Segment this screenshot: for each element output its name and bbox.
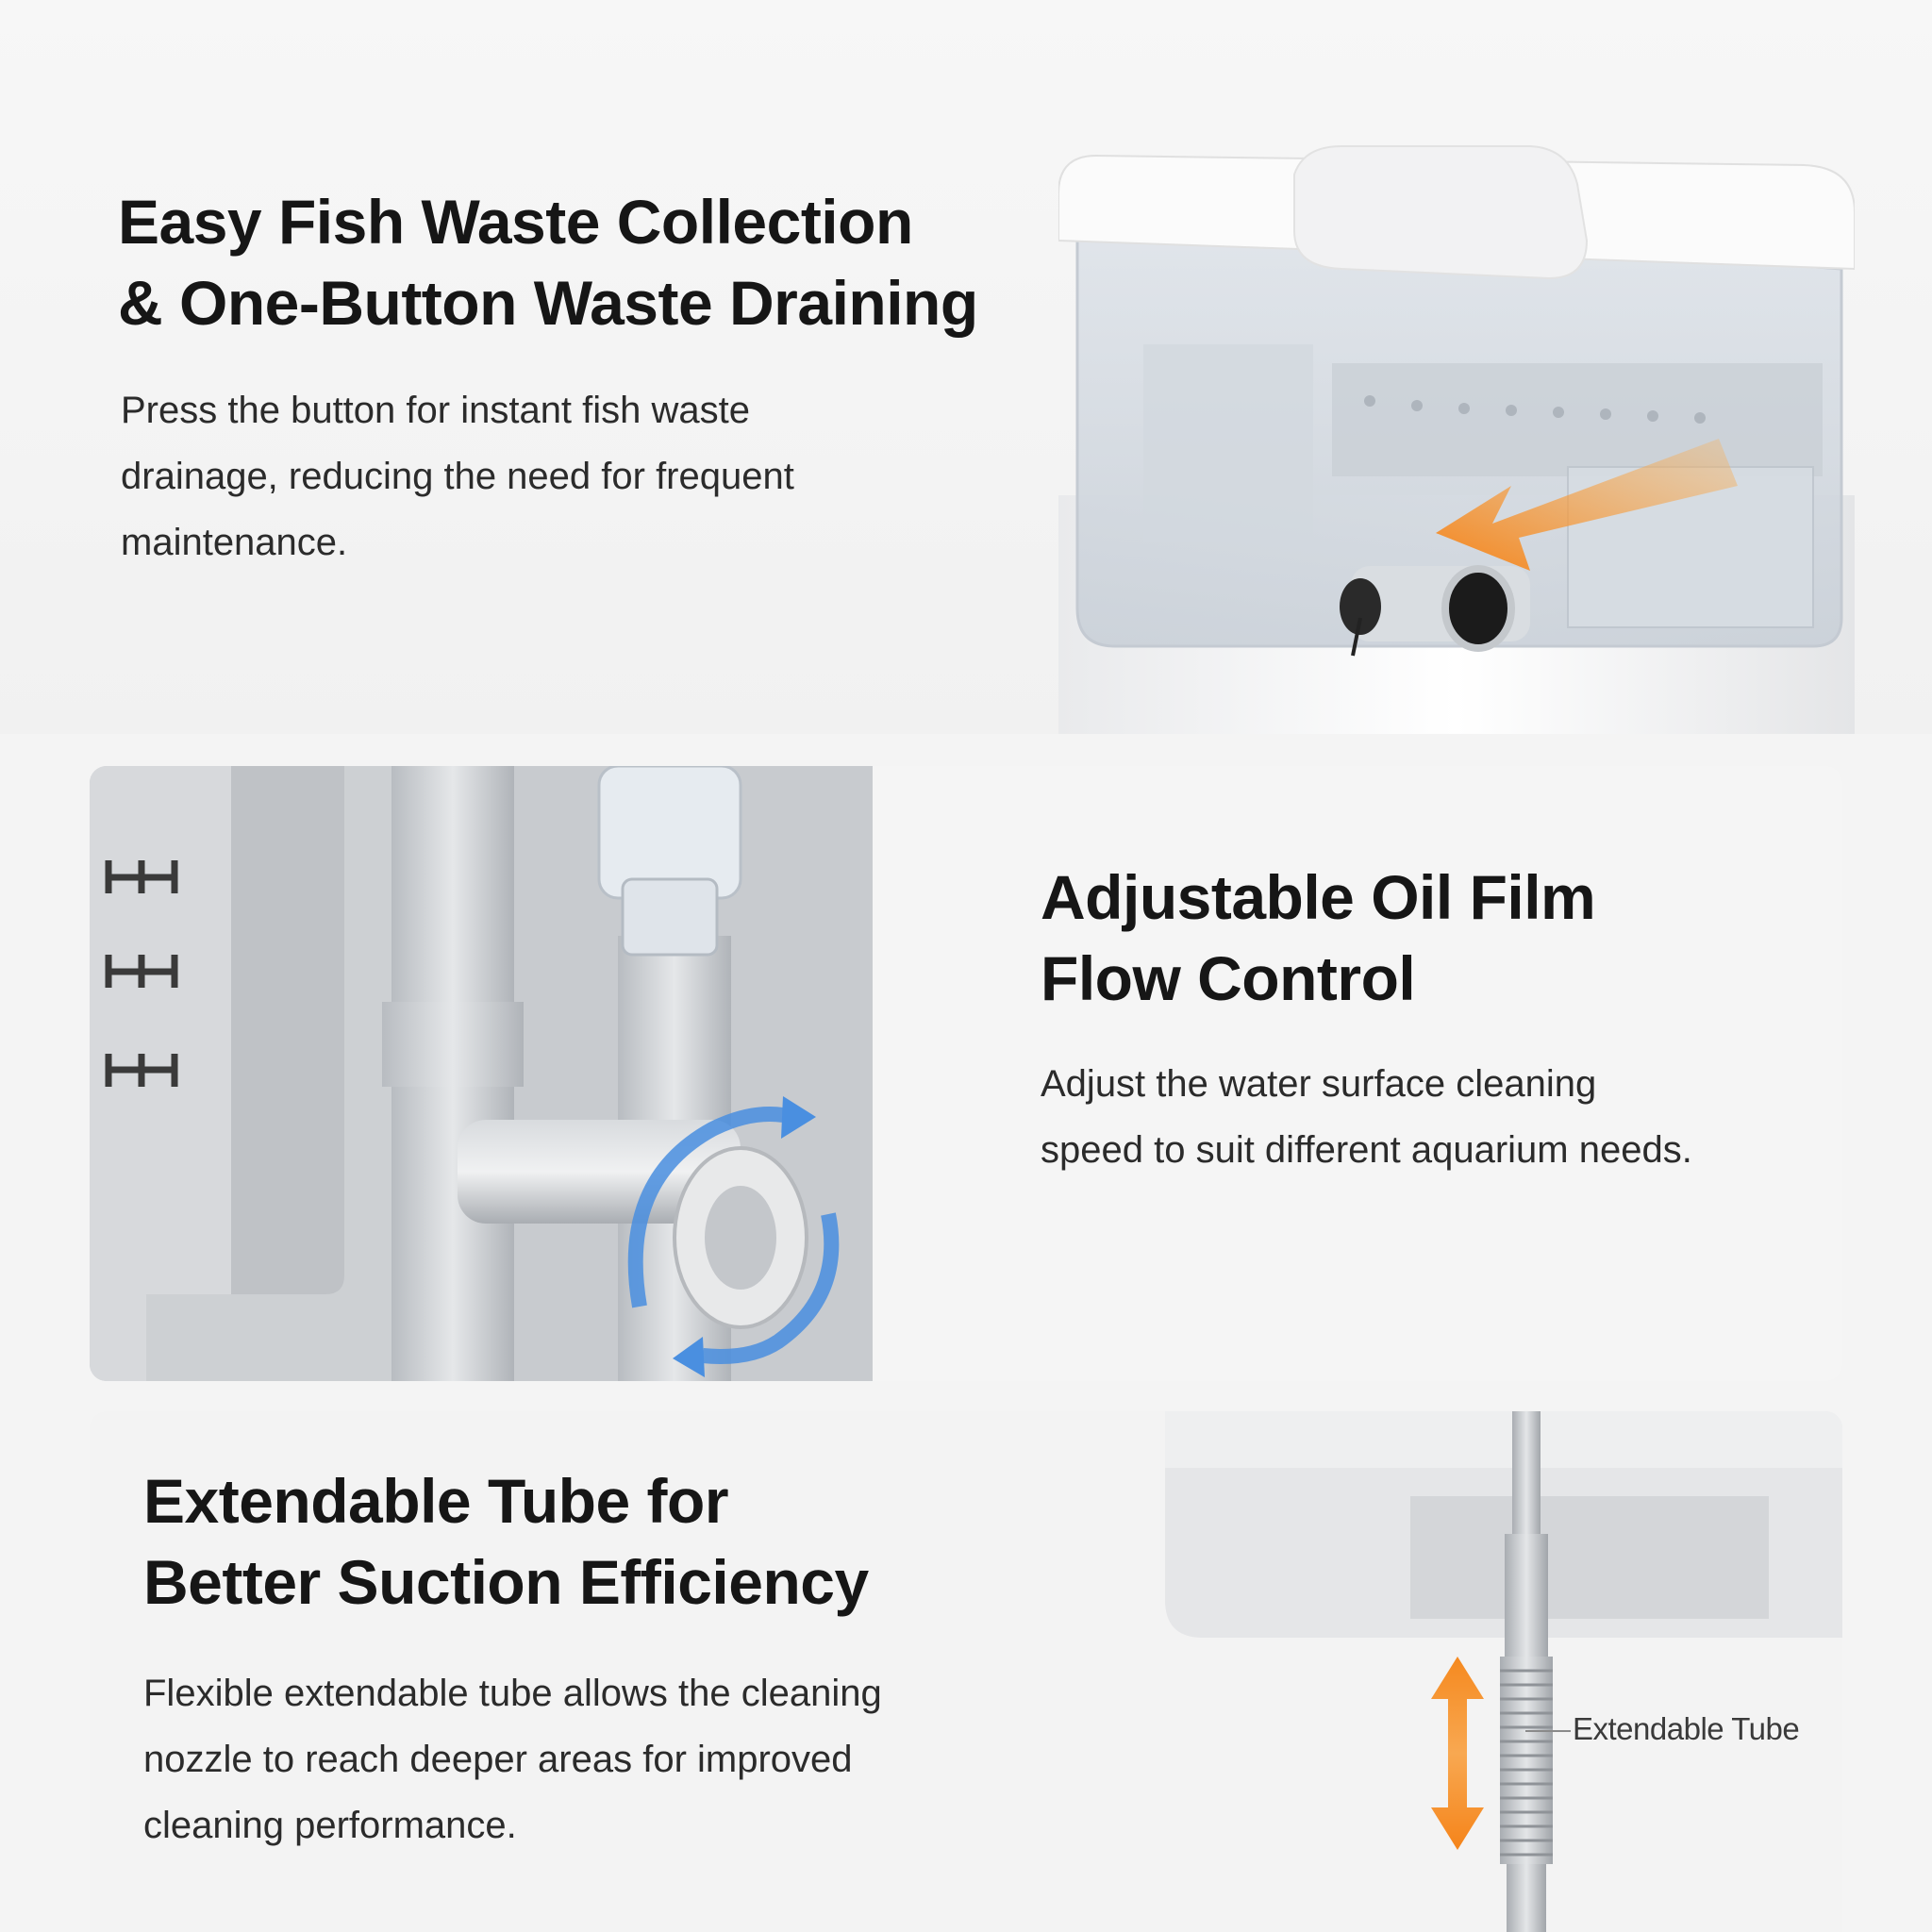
- desc-line: Flexible extendable tube allows the clea…: [143, 1673, 882, 1714]
- callout-leader-line: [1525, 1730, 1571, 1732]
- title-line: & One-Button Waste Draining: [118, 268, 978, 338]
- feature-title: Extendable Tube for Better Suction Effic…: [143, 1460, 992, 1623]
- feature-description: Press the button for instant fish waste …: [121, 377, 1008, 575]
- desc-line: drainage, reducing the need for frequent: [121, 456, 794, 497]
- feature-description: Adjust the water surface cleaning speed …: [1041, 1051, 1833, 1183]
- desc-line: speed to suit different aquarium needs.: [1041, 1129, 1692, 1171]
- desc-line: nozzle to reach deeper areas for improve…: [143, 1739, 853, 1780]
- extendable-tube-image: [1165, 1411, 1842, 1932]
- title-line: Extendable Tube for: [143, 1466, 729, 1536]
- flow-control-valve-image: [90, 766, 873, 1381]
- feature-waste-collection: Easy Fish Waste Collection & One-Button …: [0, 0, 1932, 734]
- title-line: Easy Fish Waste Collection: [118, 187, 913, 257]
- title-line: Better Suction Efficiency: [143, 1547, 869, 1617]
- feature-title: Easy Fish Waste Collection & One-Button …: [118, 181, 1024, 343]
- desc-line: maintenance.: [121, 522, 348, 563]
- title-line: Adjustable Oil Film: [1041, 862, 1596, 932]
- desc-line: Adjust the water surface cleaning: [1041, 1063, 1597, 1105]
- feature-extendable-tube: Extendable Tube for Better Suction Effic…: [90, 1411, 1842, 1932]
- title-line: Flow Control: [1041, 943, 1416, 1013]
- feature-title: Adjustable Oil Film Flow Control: [1041, 857, 1814, 1019]
- desc-line: Press the button for instant fish waste: [121, 390, 751, 431]
- extendable-tube-label: Extendable Tube: [1573, 1711, 1800, 1746]
- filter-box-drain-image: [1058, 145, 1855, 734]
- feature-flow-control: Adjustable Oil Film Flow Control Adjust …: [90, 766, 1842, 1381]
- desc-line: cleaning performance.: [143, 1805, 517, 1846]
- feature-description: Flexible extendable tube allows the clea…: [143, 1660, 1087, 1858]
